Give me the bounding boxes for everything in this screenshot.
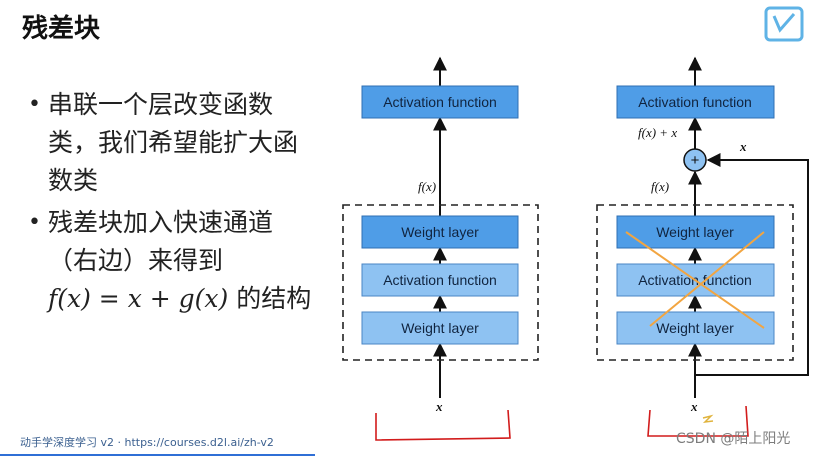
box-label: Activation function (383, 94, 497, 110)
annotation-scribble (702, 414, 714, 424)
skip-x-label: x (739, 139, 747, 154)
bullet-text: 串联一个层改变函数类，我们希望能扩大函数类 (48, 90, 299, 195)
plus-symbol: + (691, 152, 700, 169)
weight-layer-box: Weight layer (616, 311, 775, 345)
box-label: Activation function (638, 94, 752, 110)
formula-line: f(x) = x + g(x) 的结构 (48, 280, 318, 318)
activation-box-top: Activation function (616, 85, 775, 119)
watermark: CSDN @陌上阳光 (676, 431, 791, 447)
weight-layer-box: Weight layer (361, 311, 519, 345)
box-label: Weight layer (656, 320, 734, 336)
box-label: Weight layer (401, 224, 479, 240)
residual-formula: f(x) = x + g(x) (48, 284, 229, 313)
dashed-group (342, 204, 539, 361)
red-annotation-box (375, 409, 511, 441)
weight-layer-box: Weight layer (616, 215, 775, 249)
footer-divider (0, 454, 315, 456)
bullet-list: 串联一个层改变函数类，我们希望能扩大函数类 残差块加入快速通道（右边）来得到 f… (28, 86, 318, 318)
box-label: Activation function (383, 272, 497, 288)
red-annotation-box (647, 405, 749, 437)
activation-box-top: Activation function (361, 85, 519, 119)
sum-label: f(x) + x (638, 125, 677, 140)
footer-citation: 动手学深度学习 v2 · https://courses.d2l.ai/zh-v… (20, 436, 274, 449)
formula-suffix: 的结构 (236, 284, 312, 313)
bullet-item: 串联一个层改变函数类，我们希望能扩大函数类 (28, 86, 318, 200)
box-label: Weight layer (401, 320, 479, 336)
bilibili-logo-icon (764, 6, 804, 42)
slide-title: 残差块 (22, 14, 101, 44)
fx-label: f(x) (418, 179, 436, 194)
input-x-label: x (435, 399, 443, 414)
dashed-group (596, 204, 794, 361)
weight-layer-box: Weight layer (361, 215, 519, 249)
input-x-label: x (690, 399, 698, 414)
cross-out-mark (625, 231, 765, 329)
bullet-text: 残差块加入快速通道（右边）来得到 (48, 208, 274, 275)
plain-block-diagram: Activation function Weight layer Activat… (342, 56, 539, 441)
bullet-item: 残差块加入快速通道（右边）来得到 f(x) = x + g(x) 的结构 (28, 204, 318, 318)
residual-block-diagram: Activation function Weight layer Activat… (596, 56, 809, 437)
skip-connection-arrow (695, 153, 809, 376)
fx-label: f(x) (651, 179, 669, 194)
box-label: Weight layer (656, 224, 734, 240)
activation-box: Activation function (361, 263, 519, 297)
sum-node: + (683, 148, 707, 172)
